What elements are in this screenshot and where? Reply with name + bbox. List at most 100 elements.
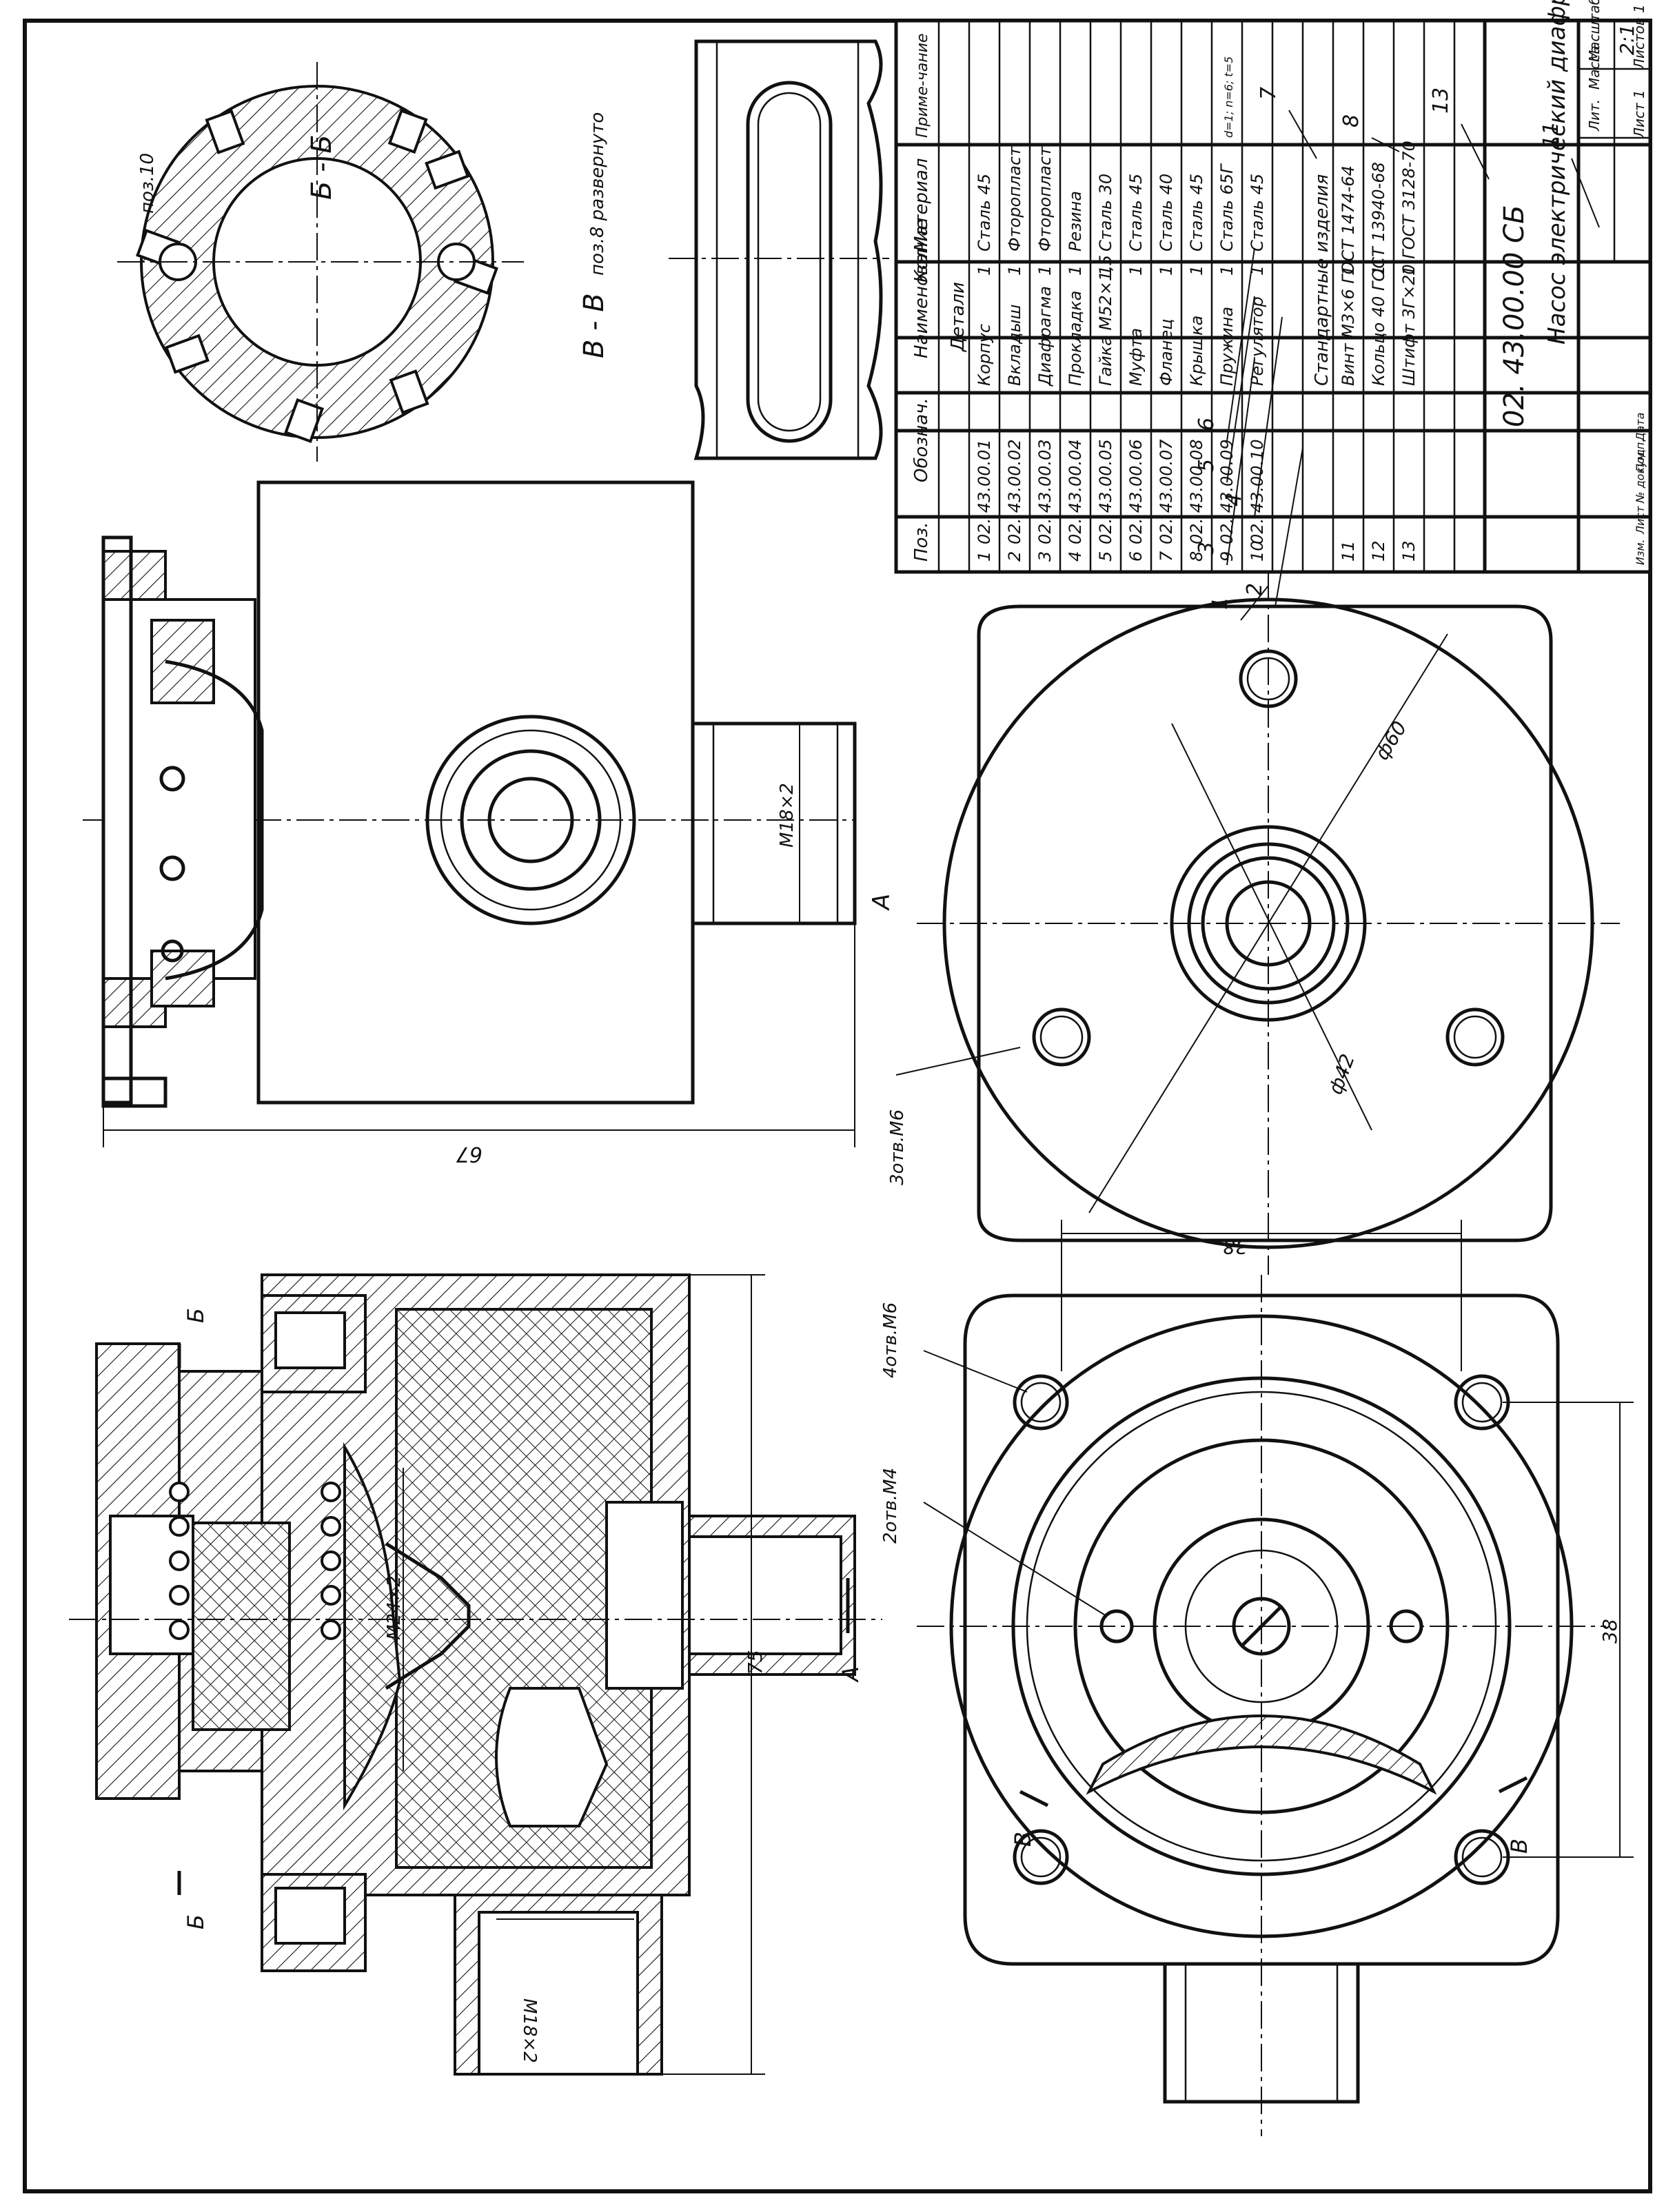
dim-m24: M24×2	[384, 1575, 405, 1640]
sheet-label: Лист 1	[1631, 90, 1647, 139]
section-b-b: Б - Б поз.10	[117, 62, 524, 462]
section-mark-a: А	[838, 1666, 864, 1683]
bom-row-material: Резина	[1066, 191, 1085, 252]
bom-row-pos: 9	[1217, 551, 1237, 562]
top-view: 38 38 4отв.М6 2отв.М4 В В	[880, 1220, 1634, 2136]
note-2-holes-m4: 2отв.М4	[880, 1468, 901, 1544]
section-v-v: В - В поз.8 развернуто	[578, 39, 889, 460]
bom-row-pos: 5	[1096, 551, 1115, 562]
bom-header-qty: Кол.	[911, 242, 932, 283]
leader-line	[1226, 296, 1255, 483]
dim-38-top: 38	[1223, 1236, 1248, 1258]
change-row-label: № докум.	[1634, 449, 1647, 504]
dim-dia-60: ф60	[1370, 717, 1412, 764]
bom-row-pos: 8	[1187, 551, 1206, 562]
bom-row-material: Сталь 65Г	[1217, 163, 1237, 252]
bom-section-standard: Стандартные изделия	[1312, 174, 1332, 386]
bom-row-material: Фторопласт	[1035, 146, 1055, 252]
bom-row-pos: 4	[1066, 551, 1085, 562]
position-number: 6	[1195, 418, 1219, 431]
section-mark-b-upper: Б	[183, 1308, 209, 1323]
bom-row-material: Сталь 45	[1248, 174, 1267, 252]
leader-line	[1240, 585, 1269, 621]
position-number: 13	[1429, 88, 1453, 114]
sheets-label: Листов 1	[1631, 4, 1647, 70]
leader-line	[1371, 137, 1400, 152]
bom-section-parts: Детали	[948, 282, 968, 352]
bom-row-designation: 02. 43.00.09	[1217, 439, 1237, 544]
bom-row-material: Сталь 45	[975, 174, 994, 252]
bom-row-qty: 1	[1187, 265, 1206, 276]
front-section: 75 M24×2 M18×2 Б Б А	[69, 1273, 882, 2076]
bom-row-qty: 1	[1399, 265, 1419, 276]
bom-row-pos: 10	[1248, 540, 1267, 562]
bom-rows: 1 02. 43.00.01 Корпус 1 Сталь 45 2 02. 43.00.0…	[975, 57, 1419, 562]
bom-row-qty: 1	[1035, 265, 1055, 276]
bom-row-name: Корпус	[975, 324, 994, 386]
scale-value: 2:1	[1616, 24, 1638, 55]
bom-row-qty: 1	[1217, 265, 1237, 276]
title-block	[894, 19, 1652, 574]
position-number: 3	[1195, 542, 1219, 555]
drawing-frame	[23, 19, 1652, 2193]
bom-row-qty: 1	[1339, 265, 1358, 276]
bom-row-qty: 1	[1369, 265, 1388, 276]
section-v-v-subtitle: поз.8 развернуто	[587, 112, 608, 276]
mass-header: Масса	[1586, 45, 1603, 90]
bom-row-note: d=1; n=6; t=5	[1222, 57, 1235, 138]
bom-row-pos: 11	[1339, 540, 1358, 562]
bom-row-designation: 02. 43.00.07	[1157, 439, 1176, 544]
position-number: 11	[1539, 122, 1563, 148]
bom-row-name: Гайка М52×1,5	[1096, 255, 1115, 386]
change-row-label: Изм.	[1634, 539, 1647, 565]
change-row-label: Лист	[1634, 506, 1647, 535]
bom-row-pos: 7	[1157, 551, 1176, 562]
dim-m18-bottom: M18×2	[519, 1998, 540, 2063]
section-mark-v-right: В	[1506, 1839, 1532, 1854]
bom-row-qty: 1	[1157, 265, 1176, 276]
dim-dia-42: ф42	[1324, 1051, 1359, 1097]
bom-row-material: Фторопласт	[1005, 146, 1024, 252]
bom-row-designation: 02. 43.00.10	[1248, 439, 1267, 544]
bom-row-pos: 2	[1005, 551, 1024, 562]
bom-header: Поз. Обознач. Наименование Кол. Материал…	[911, 33, 1332, 562]
bom-header-pos: Поз.	[911, 522, 932, 562]
bom-row-qty: 1	[1126, 265, 1146, 276]
bom-row-material: Сталь 30	[1096, 174, 1115, 252]
bom-row-name: Муфта	[1126, 328, 1146, 386]
position-number: 5	[1195, 459, 1219, 472]
section-b-b-subtitle: поз.10	[137, 153, 158, 214]
leader-line	[1254, 316, 1283, 518]
bom-row-designation: 02. 43.00.02	[1005, 439, 1024, 544]
leader-line	[1461, 123, 1490, 180]
bom-header-material: Материал	[911, 158, 932, 252]
bom-row-pos: 12	[1369, 540, 1388, 562]
view-a: ф60 ф42 3отв.М6	[887, 572, 1620, 1275]
bom-row-designation: 02. 43.00.01	[975, 439, 994, 544]
bom-header-note: Приме-чание	[914, 33, 931, 138]
bom-row-name: Прокладка	[1066, 291, 1085, 386]
position-number: 8	[1339, 114, 1363, 127]
position-number: 2	[1243, 583, 1267, 596]
position-number: 7	[1257, 87, 1281, 100]
leader-line	[1275, 447, 1303, 607]
bom-row-name: Штифт 3Г×20 ГОСТ 3128-70	[1399, 141, 1419, 386]
bom-row-qty: 1	[1005, 265, 1024, 276]
bom-row-qty: 1	[975, 265, 994, 276]
note-4-holes-m6: 4отв.М6	[880, 1302, 901, 1378]
bom-row-pos: 13	[1399, 540, 1419, 562]
scale-header: Масштаб	[1586, 0, 1603, 62]
bom-row-name: Вкладыш	[1005, 304, 1024, 386]
bom-row-qty: 1	[1066, 265, 1085, 276]
bom-row-designation: 02. 43.00.03	[1035, 439, 1055, 544]
bom-row-material: Сталь 40	[1157, 174, 1176, 252]
position-number: 1	[1208, 597, 1232, 610]
position-leaders: 12345678910111213	[1195, 87, 1600, 621]
bom-row-name: Пружина	[1217, 307, 1237, 386]
dim-38-side: 38	[1598, 1619, 1621, 1643]
bom-header-designation: Обознач.	[911, 398, 932, 482]
section-v-v-title: В - В	[578, 293, 610, 358]
section-mark-v-left: В	[1010, 1832, 1036, 1847]
